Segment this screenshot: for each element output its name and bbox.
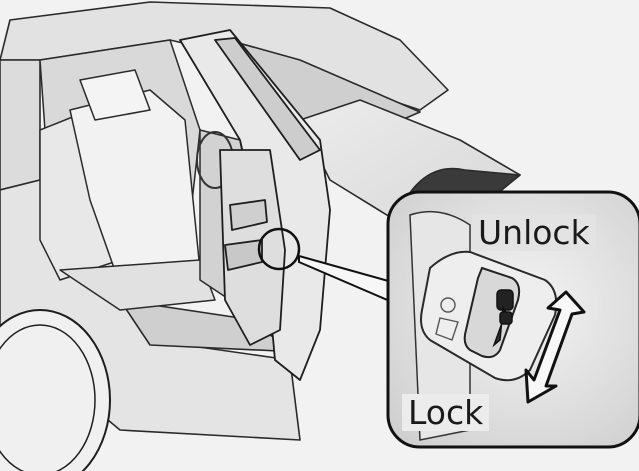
rear-wheel (0, 309, 111, 471)
rear-door (179, 29, 331, 381)
double-arrow-icon (524, 290, 586, 404)
lock-location-marker (257, 227, 301, 271)
callout-box (386, 190, 639, 449)
child-lock-switch (492, 289, 514, 348)
lock-label: Lock (402, 394, 490, 431)
unlock-label: Unlock (472, 214, 596, 251)
